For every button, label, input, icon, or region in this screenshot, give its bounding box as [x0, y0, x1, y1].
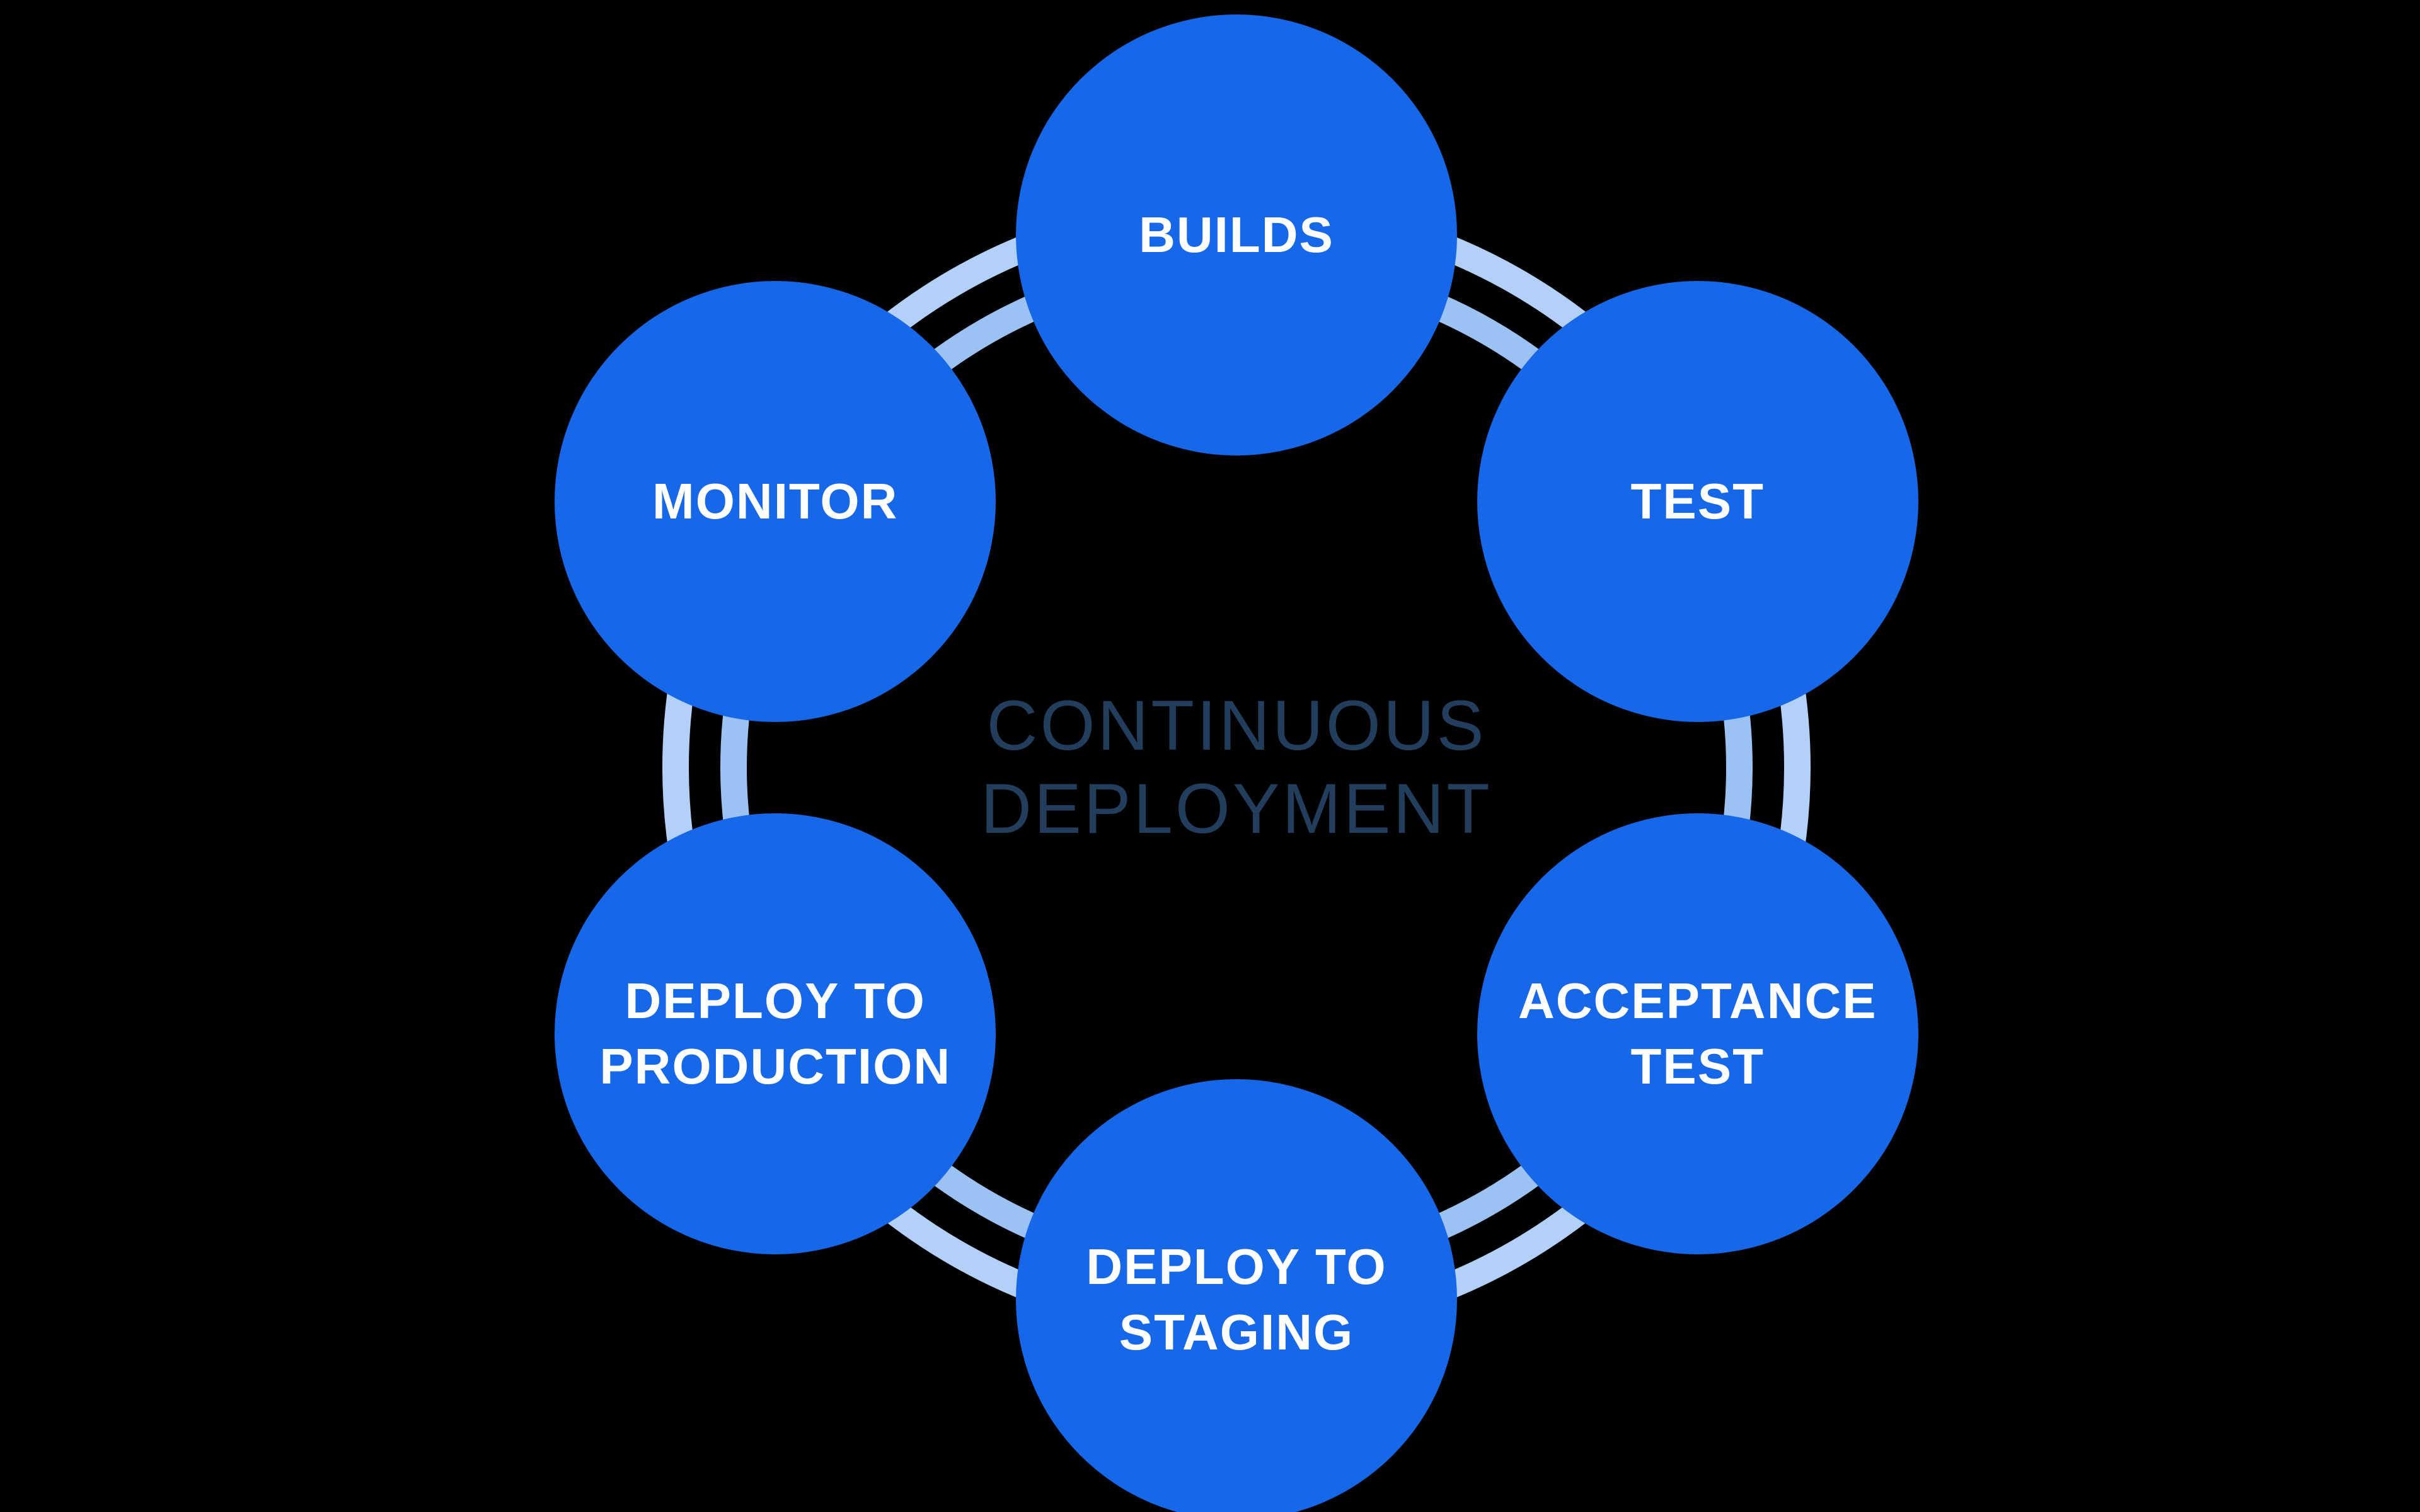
diagram-title-line2: DEPLOYMENT	[981, 769, 1492, 848]
node-label: BUILDS	[1139, 207, 1334, 263]
node-label: TEST	[1630, 472, 1765, 529]
node-acceptance-test: ACCEPTANCE TEST	[1477, 813, 1918, 1254]
node-label: DEPLOY TO STAGING	[1086, 1239, 1387, 1360]
node-builds: BUILDS	[1016, 14, 1457, 455]
node-deploy-to-production: DEPLOY TO PRODUCTION	[555, 813, 996, 1254]
node-label: ACCEPTANCE TEST	[1518, 972, 1877, 1094]
node-monitor: MONITOR	[555, 280, 996, 722]
diagram-title-line1: CONTINUOUS	[986, 685, 1487, 765]
node-deploy-to-staging: DEPLOY TO STAGING	[1016, 1079, 1457, 1512]
diagram-title: CONTINUOUS DEPLOYMENT	[981, 684, 1492, 850]
node-label: MONITOR	[652, 472, 899, 529]
node-test: TEST	[1477, 280, 1918, 722]
node-label: DEPLOY TO PRODUCTION	[599, 972, 952, 1094]
